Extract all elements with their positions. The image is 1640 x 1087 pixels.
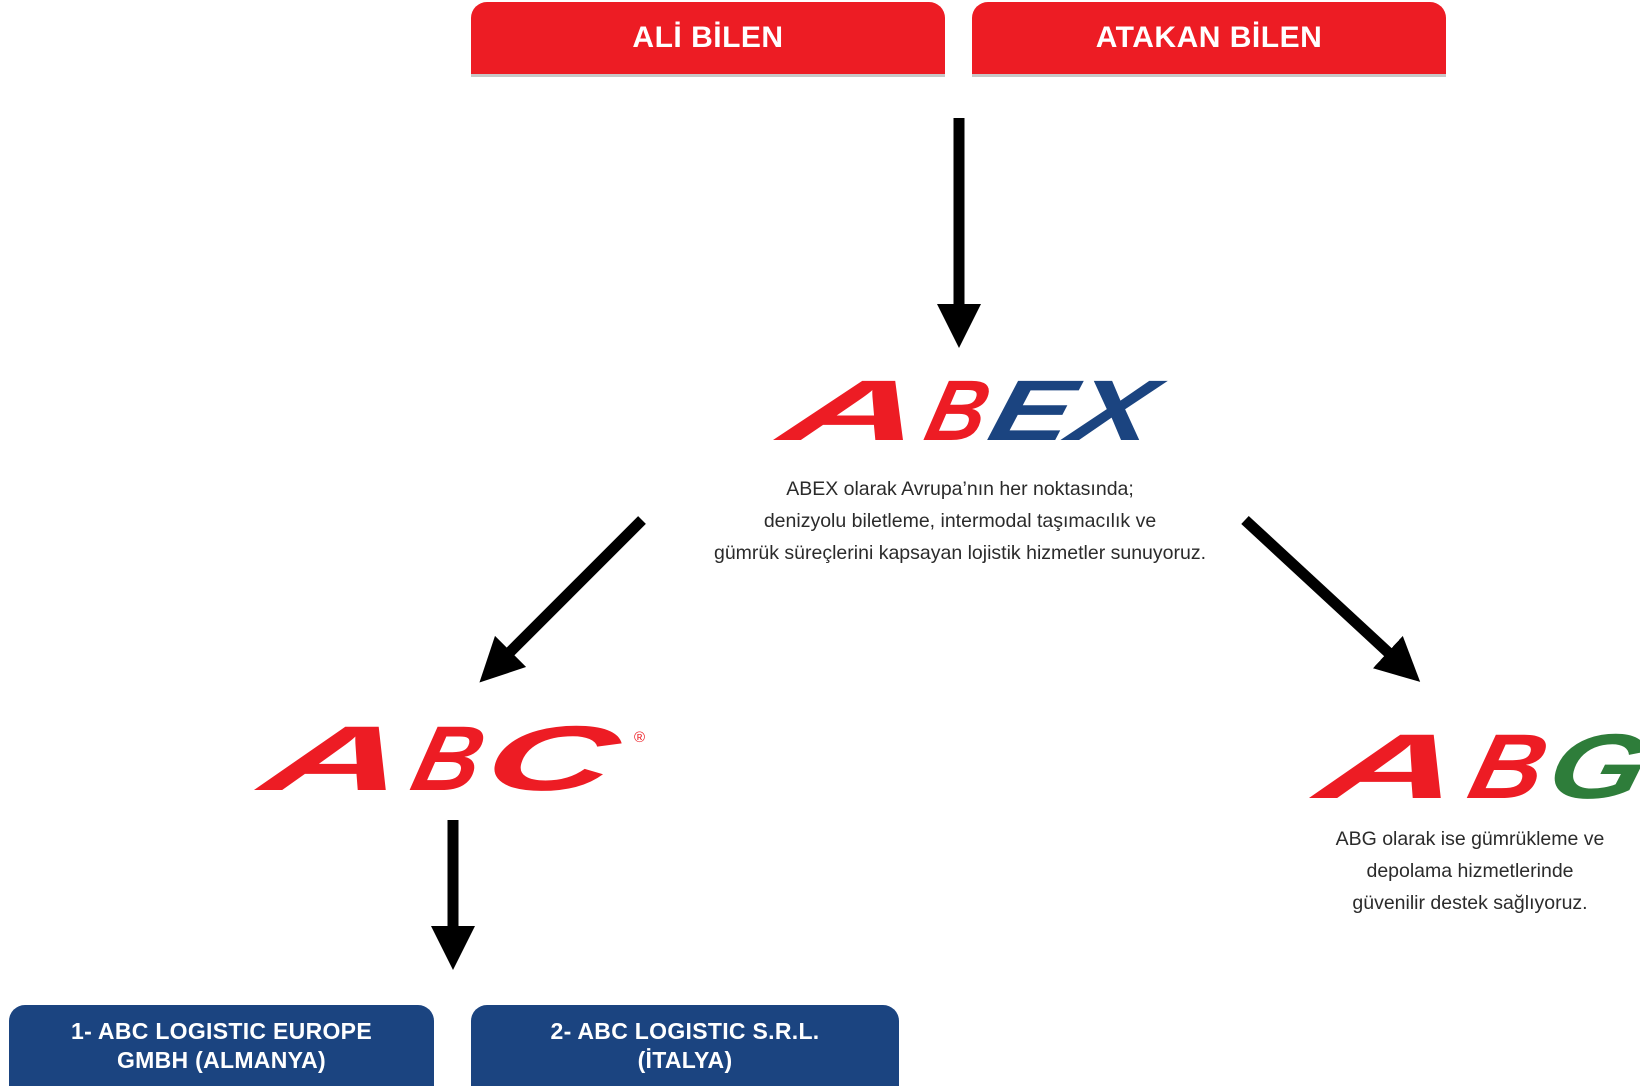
abc-logo-part-c: C [475, 706, 632, 809]
abex-logo-part-a: A [768, 362, 937, 459]
subsidiary-box-almanya: 1- ABC LOGISTIC EUROPE GMBH (ALMANYA) [9, 1005, 434, 1086]
subsidiary-box-italya: 2- ABC LOGISTIC S.R.L. (İTALYA) [471, 1005, 899, 1086]
abex-logo: A B EX [768, 362, 1173, 459]
registered-mark-icon: ® [634, 729, 645, 746]
abg-logo-part-a: A [1304, 714, 1476, 817]
abg-description: ABG olarak ise gümrükleme ve depolama hi… [1335, 828, 1605, 914]
arrow-abex-to-abg [1241, 515, 1421, 682]
abex-logo-part-ex: EX [980, 362, 1173, 459]
arrow-abex-to-abc [479, 516, 646, 683]
abex-description: ABEX olarak Avrupa’nın her noktasında; d… [713, 478, 1207, 564]
abc-logo-part-a: A [249, 706, 421, 809]
owner-box-atakan-bilen: ATAKAN BİLEN [972, 2, 1446, 74]
abg-logo: A B G [1304, 714, 1640, 817]
owner-box-ali-bilen: ALİ BİLEN [471, 2, 945, 74]
abc-logo: A B C [249, 706, 632, 809]
